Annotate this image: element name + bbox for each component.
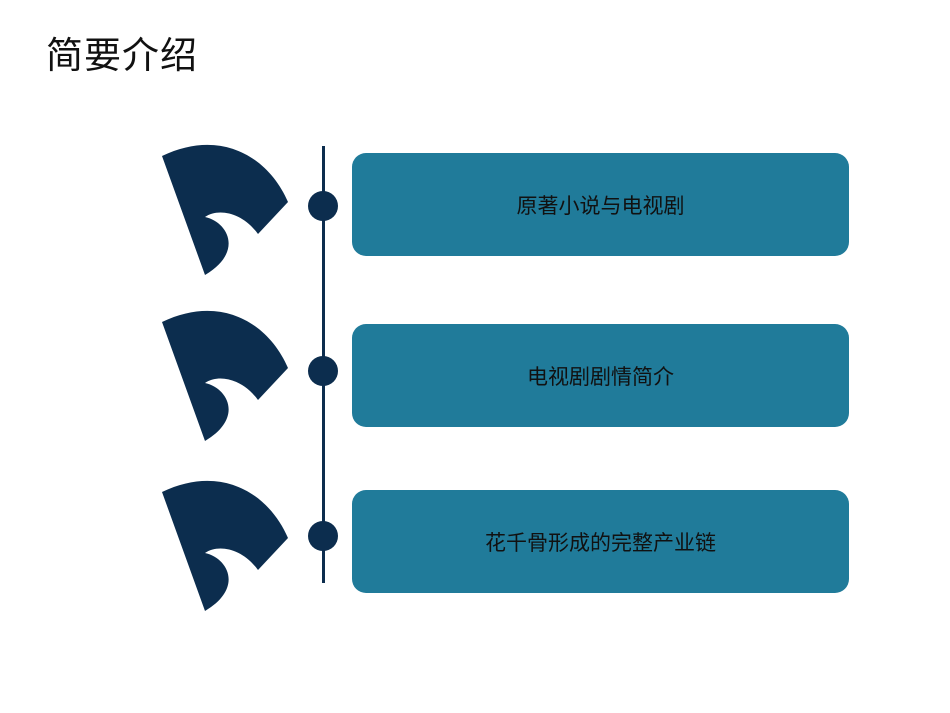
leaf-shape-icon xyxy=(162,310,288,441)
timeline-card-label: 电视剧剧情简介 xyxy=(527,364,674,389)
page-title: 简要介绍 xyxy=(46,34,198,77)
timeline-card-label: 花千骨形成的完整产业链 xyxy=(485,530,716,555)
timeline-card-3[interactable]: 花千骨形成的完整产业链 xyxy=(352,490,849,593)
leaf-shape-icon xyxy=(162,480,288,611)
timeline-card-2[interactable]: 电视剧剧情简介 xyxy=(352,324,849,427)
timeline-card-label: 原著小说与电视剧 xyxy=(516,193,685,218)
timeline-dot xyxy=(308,521,338,551)
leaf-shape-icon xyxy=(162,144,288,275)
timeline-dot xyxy=(308,356,338,386)
timeline-dot xyxy=(308,191,338,221)
timeline-card-1[interactable]: 原著小说与电视剧 xyxy=(352,153,849,256)
